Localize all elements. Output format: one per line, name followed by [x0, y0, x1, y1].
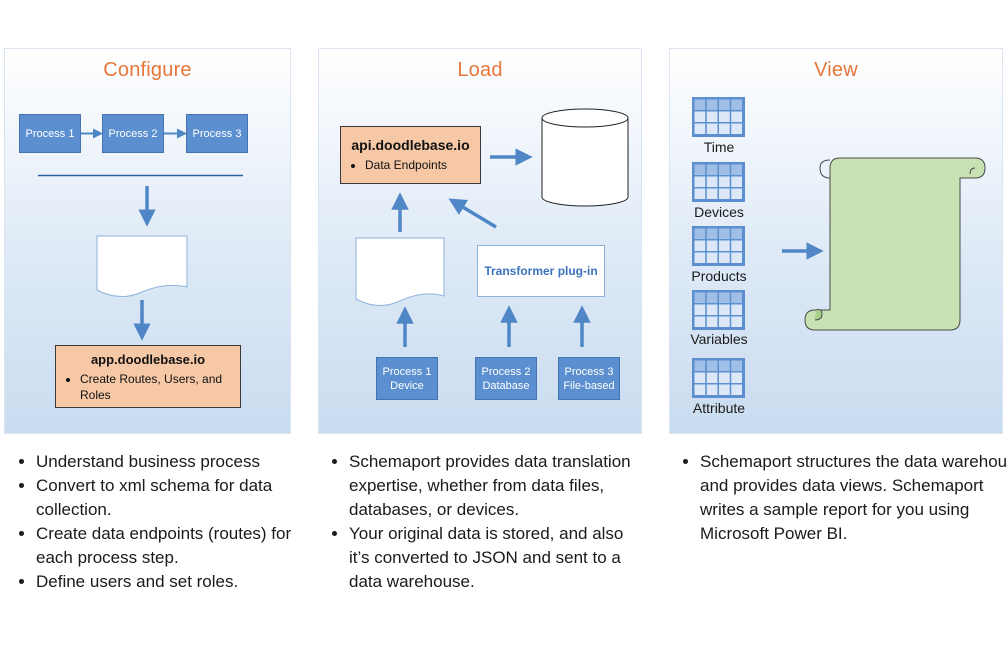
configure-process-1: Process 1 — [19, 114, 81, 153]
load-process-2-line2: Database — [482, 379, 530, 392]
schema-line-2: Definition — [114, 259, 170, 273]
dimension-devices-label: Devices — [694, 204, 744, 220]
app-doodlebase-box: app.doodlebase.io Create Routes, Users, … — [55, 345, 241, 408]
dimension-products-label: Products — [691, 268, 747, 284]
api-doodlebase-box: api.doodlebase.io Data Endpoints — [340, 126, 481, 184]
load-process-1-line1: Process 1 — [382, 365, 432, 378]
view-bullet-1: Schemaport structures the data warehouse… — [700, 450, 1008, 546]
app-box-title: app.doodlebase.io — [90, 352, 206, 367]
schema-line-1: Schema — [118, 242, 166, 256]
reports-title: Reports — [863, 193, 917, 209]
load-process-1-line2: Device — [390, 379, 424, 392]
data-warehouse-label: Data Warehouse — [541, 137, 629, 167]
warehouse-line-2: Warehouse — [552, 152, 618, 166]
configure-process-3: Process 3 — [186, 114, 248, 153]
app-box-list: Create Routes, Users, and Roles — [64, 371, 232, 403]
load-bullet-2: Your original data is stored, and also i… — [349, 522, 644, 594]
configure-bullet-3: Create data endpoints (routes) for each … — [36, 522, 306, 570]
dimension-attribute-label: Attribute — [692, 400, 746, 416]
xml-line-3: files — [387, 277, 412, 291]
configure-bullet-2: Convert to xml schema for data collectio… — [36, 474, 306, 522]
reports-list: Power BI Tableau Excel QlikSense Others… — [820, 211, 960, 314]
report-item-4: QlikSense — [850, 273, 960, 294]
xml-line-2: structured — [370, 261, 430, 275]
configure-bullet-4: Define users and set roles. — [36, 570, 306, 594]
load-title: Load — [457, 59, 503, 81]
api-box-title: api.doodlebase.io — [351, 137, 470, 153]
load-process-2-line1: Process 2 — [481, 365, 531, 378]
transformer-plugin-box: Transformer plug-in — [477, 245, 605, 297]
load-bullet-1: Schemaport provides data translation exp… — [349, 450, 644, 522]
configure-bullet-1: Understand business process — [36, 450, 306, 474]
app-box-item: Create Routes, Users, and Roles — [80, 371, 232, 403]
api-box-item: Data Endpoints — [365, 157, 472, 173]
configure-title: Configure — [103, 59, 192, 81]
load-process-3-line1: Process 3 — [564, 365, 614, 378]
dimension-time-label: Time — [703, 139, 735, 155]
view-bullets: Schemaport structures the data warehouse… — [672, 450, 1008, 546]
load-bullets: Schemaport provides data translation exp… — [321, 450, 644, 594]
load-process-3-line2: File-based — [563, 379, 615, 392]
xml-files-label: XML structured files — [356, 244, 444, 292]
configure-process-3-label: Process 3 — [192, 127, 242, 140]
report-item-3: Excel — [850, 252, 960, 273]
configure-process-1-label: Process 1 — [25, 127, 75, 140]
warehouse-line-1: Data — [571, 137, 598, 151]
reports-content: Reports Power BI Tableau Excel QlikSense… — [820, 193, 960, 314]
report-item-5: Others… — [850, 293, 960, 314]
configure-process-2: Process 2 — [102, 114, 164, 153]
transformer-label: Transformer plug-in — [484, 264, 598, 278]
schema-definition-label: Schema Definition — [97, 242, 187, 274]
view-title: View — [814, 59, 858, 81]
configure-bullets: Understand business process Convert to x… — [8, 450, 306, 594]
api-box-list: Data Endpoints — [349, 157, 472, 173]
configure-process-2-label: Process 2 — [108, 127, 158, 140]
dimension-variables-label: Variables — [690, 331, 748, 347]
report-item-2: Tableau — [850, 232, 960, 253]
xml-line-1: XML — [387, 245, 413, 259]
report-item-1: Power BI — [850, 211, 960, 232]
